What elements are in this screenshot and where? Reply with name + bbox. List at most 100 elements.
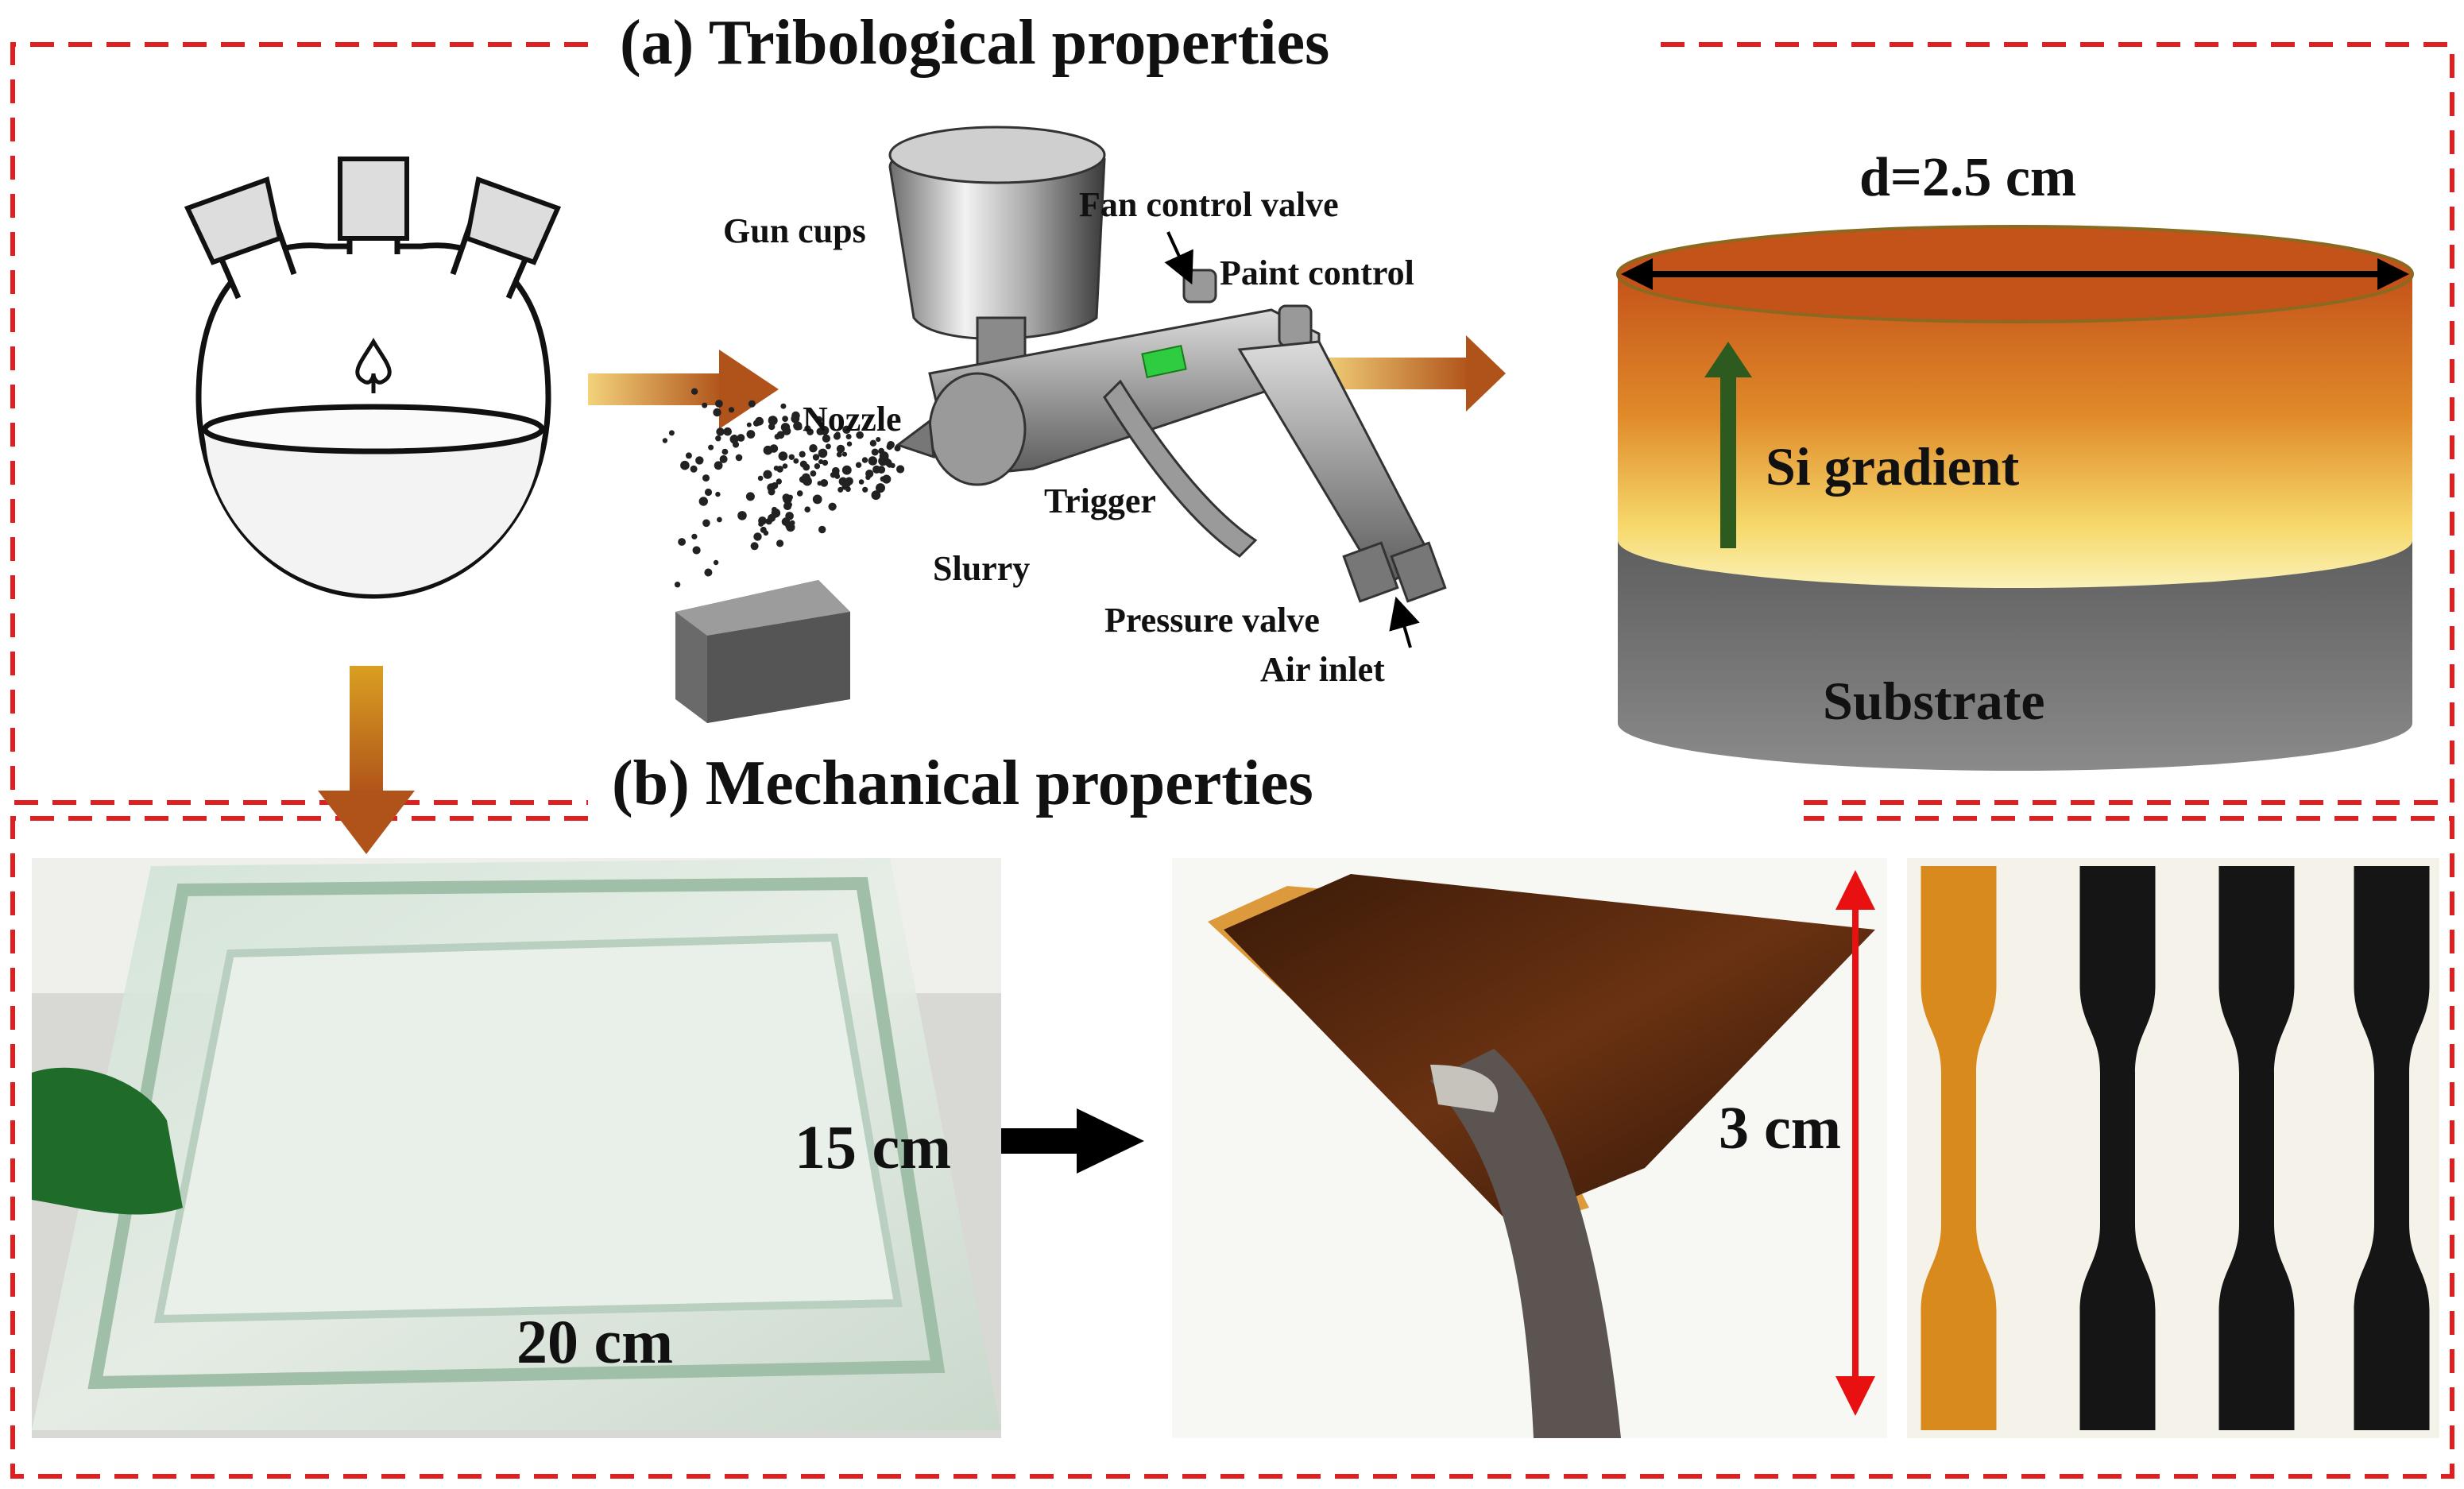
slurry-droplet bbox=[865, 470, 873, 478]
slurry-droplet bbox=[856, 462, 861, 468]
label-si-gradient: Si gradient bbox=[1766, 436, 2020, 497]
slurry-droplet bbox=[746, 492, 755, 501]
slurry-droplet bbox=[716, 427, 724, 435]
slurry-droplet bbox=[699, 497, 708, 505]
slurry-droplet bbox=[675, 582, 680, 587]
slurry-droplet bbox=[887, 441, 895, 449]
slurry-droplet bbox=[774, 466, 779, 471]
substrate-block bbox=[675, 580, 850, 723]
slurry-droplet bbox=[715, 400, 723, 408]
slurry-droplet bbox=[804, 506, 810, 512]
slurry-droplet bbox=[787, 502, 792, 508]
slurry-droplet bbox=[680, 461, 690, 470]
slurry-droplet bbox=[753, 532, 761, 540]
label-pressure-valve: Pressure valve bbox=[1104, 601, 1320, 640]
slurry-droplet bbox=[704, 569, 712, 577]
arrow-flask-to-spraygun bbox=[588, 350, 779, 429]
slurry-droplet bbox=[737, 511, 747, 520]
slurry-droplet bbox=[713, 408, 721, 416]
slurry-droplet bbox=[818, 526, 826, 533]
label-substrate: Substrate bbox=[1823, 671, 2045, 731]
slurry-droplet bbox=[772, 512, 778, 518]
slurry-droplet bbox=[747, 430, 756, 439]
slurry-droplet bbox=[690, 466, 698, 473]
slurry-droplet bbox=[766, 518, 772, 524]
slurry-droplet bbox=[715, 492, 720, 497]
slurry-droplet bbox=[705, 489, 712, 496]
slurry-droplet bbox=[714, 560, 718, 565]
slurry-droplet bbox=[691, 389, 698, 395]
slurry-droplet bbox=[837, 487, 843, 493]
slurry-droplet bbox=[717, 517, 722, 523]
slurry-droplet bbox=[834, 474, 840, 479]
arrow-flask-to-mold bbox=[318, 666, 415, 854]
slurry-droplet bbox=[785, 512, 794, 520]
slurry-droplet bbox=[787, 495, 793, 501]
slurry-droplet bbox=[758, 516, 767, 525]
slurry-droplet bbox=[783, 463, 788, 469]
slurry-droplet bbox=[755, 417, 764, 426]
slurry-droplet bbox=[747, 423, 752, 427]
slurry-droplet bbox=[669, 430, 675, 435]
slurry-droplet bbox=[729, 407, 734, 412]
slurry-droplet bbox=[842, 452, 847, 457]
slurry-droplet bbox=[780, 404, 786, 409]
slurry-droplet bbox=[715, 435, 721, 441]
slurry-droplet bbox=[793, 458, 799, 464]
slurry-droplet bbox=[887, 462, 893, 468]
slurry-droplet bbox=[775, 434, 780, 439]
slurry-droplet bbox=[820, 479, 828, 487]
slurry-droplet bbox=[723, 427, 732, 436]
slurry-droplet bbox=[818, 449, 828, 458]
slurry-droplet bbox=[859, 479, 865, 485]
slurry-droplet bbox=[720, 455, 728, 463]
slurry-droplet bbox=[678, 538, 686, 546]
label-diameter: d=2.5 cm bbox=[1859, 147, 2076, 208]
slurry-droplet bbox=[702, 520, 710, 528]
slurry-droplet bbox=[722, 449, 729, 455]
slurry-droplet bbox=[764, 446, 773, 455]
slurry-droplet bbox=[847, 442, 852, 447]
panel-b-title: (b) Mechanical properties bbox=[612, 748, 1313, 818]
label-film-size: 3 cm bbox=[1719, 1095, 1841, 1162]
slurry-droplet bbox=[872, 466, 880, 474]
label-paint-control: Paint control bbox=[1220, 253, 1414, 292]
panel-a-title: (a) Tribological properties bbox=[620, 8, 1329, 78]
slurry-droplet bbox=[789, 454, 795, 460]
slurry-droplet bbox=[839, 478, 848, 486]
slurry-droplet bbox=[818, 459, 823, 464]
slurry-droplet bbox=[770, 419, 776, 425]
slurry-droplet bbox=[810, 470, 817, 477]
slurry-droplet bbox=[748, 400, 756, 408]
slurry-droplet bbox=[837, 445, 845, 453]
slurry-droplet bbox=[876, 483, 885, 493]
slurry-droplet bbox=[686, 452, 692, 458]
slurry-droplet bbox=[814, 463, 820, 469]
slurry-droplet bbox=[872, 449, 879, 456]
slurry-droplet bbox=[797, 425, 802, 430]
three-neck-flask bbox=[188, 159, 558, 596]
slurry-droplet bbox=[868, 456, 877, 465]
slurry-droplet bbox=[767, 483, 776, 492]
slurry-droplet bbox=[760, 527, 767, 533]
label-nozzle: Nozzle bbox=[803, 400, 902, 439]
slurry-droplet bbox=[826, 443, 831, 449]
slurry-droplet bbox=[803, 477, 812, 486]
slurry-droplet bbox=[732, 435, 737, 440]
slurry-droplet bbox=[791, 415, 799, 423]
slurry-droplet bbox=[776, 540, 783, 547]
slurry-droplet bbox=[763, 470, 772, 479]
label-slurry: Slurry bbox=[933, 549, 1030, 588]
slurry-droplet bbox=[842, 466, 852, 475]
slurry-droplet bbox=[862, 487, 868, 493]
slurry-droplet bbox=[695, 456, 703, 464]
slurry-droplet bbox=[782, 416, 788, 422]
slurry-droplet bbox=[779, 451, 788, 461]
slurry-droplet bbox=[737, 434, 745, 442]
slurry-droplet bbox=[663, 438, 667, 443]
slurry-droplet bbox=[803, 463, 810, 470]
slurry-droplet bbox=[781, 423, 790, 431]
slurry-droplet bbox=[829, 503, 837, 511]
slurry-droplet bbox=[733, 441, 739, 447]
slurry-droplet bbox=[870, 440, 876, 447]
